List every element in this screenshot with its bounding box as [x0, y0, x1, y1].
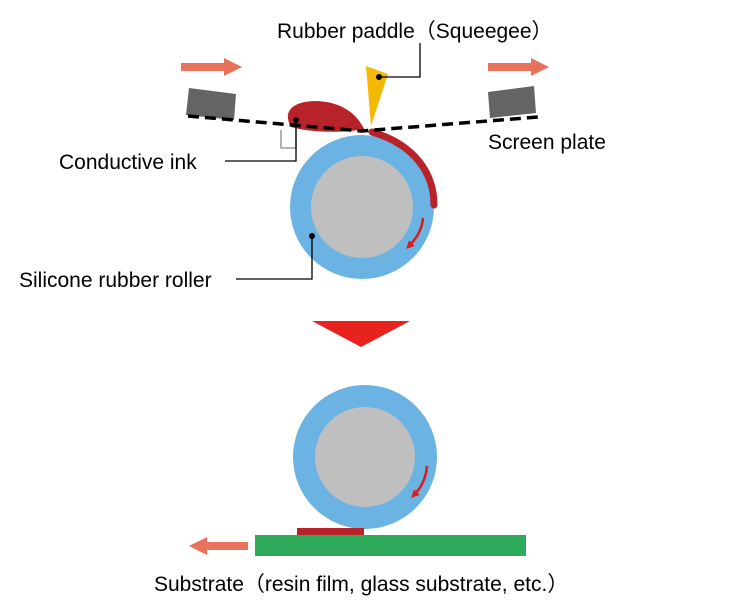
roller-leader: [236, 236, 313, 280]
left-motion-arrow: [189, 537, 248, 555]
screen-plate: [187, 114, 539, 133]
roller-core-top: [311, 156, 413, 258]
down-transition-triangle: [312, 321, 410, 347]
printed-ink-pattern: [297, 528, 364, 535]
roller-core-bottom: [315, 407, 415, 507]
screen-frame-block-right: [488, 86, 536, 118]
conductive-ink-label: Conductive ink: [59, 151, 197, 174]
right-motion-arrow-right: [488, 58, 549, 76]
squeegee-label: Rubber paddle（Squeegee）: [277, 20, 553, 43]
rotation-arrow-top: [406, 217, 425, 249]
conductive-ink-leader: [225, 120, 297, 162]
squeegee-leader: [379, 43, 421, 78]
screen-frame-block-left: [186, 88, 236, 120]
substrate: [255, 535, 526, 556]
rotation-arrow-bottom: [411, 465, 429, 498]
squeegee-leader-dot: [376, 74, 382, 80]
squeegee-blade: [366, 66, 388, 126]
conductive-ink-blob: [287, 101, 364, 132]
right-motion-arrow-left: [181, 58, 242, 76]
screen-plate-label: Screen plate: [488, 131, 606, 154]
ink-leader-gray: [280, 130, 297, 149]
conductive-ink-leader-dot: [293, 117, 299, 123]
roller-label: Silicone rubber roller: [19, 269, 212, 292]
substrate-label: Substrate（resin film, glass substrate, e…: [154, 573, 568, 596]
ink-layer-on-roller: [368, 128, 438, 209]
roller-leader-dot: [309, 233, 315, 239]
